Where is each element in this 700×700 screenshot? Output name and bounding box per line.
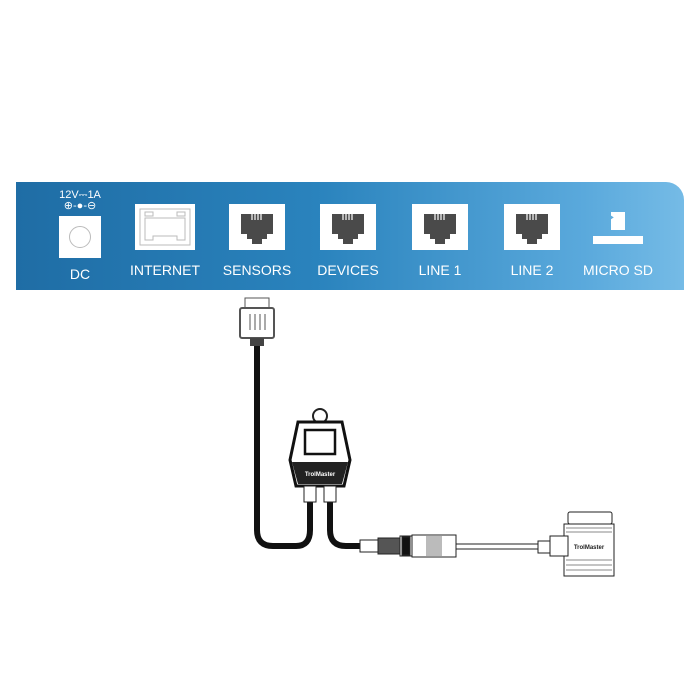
port-devices: DEVICES (313, 204, 383, 278)
port-label: DEVICES (317, 262, 379, 278)
sensor-cable (254, 346, 313, 549)
rj-jack-icon (229, 204, 285, 250)
rj-jack-icon (320, 204, 376, 250)
ethernet-jack-icon (135, 204, 195, 250)
port-label: DC (69, 266, 91, 282)
rj-jack-icon (504, 204, 560, 250)
port-label: LINE 1 (418, 262, 462, 278)
svg-text:TrolMaster: TrolMaster (305, 472, 336, 478)
micro-sd-icon (583, 204, 653, 250)
port-line-1: LINE 1 (405, 204, 475, 278)
cable-connector-icon (359, 534, 551, 558)
port-dc: 12V⎓1A ⊕-●-⊖ DC (45, 190, 115, 282)
splitter-hub-icon: TrolMaster (288, 408, 352, 503)
dc-jack-icon (59, 216, 101, 258)
controller-port-panel: 12V⎓1A ⊕-●-⊖ DC INTERNET SENSORS DEVICES… (16, 182, 684, 290)
port-internet: INTERNET (130, 204, 200, 278)
flow-sensor-icon: TrolMaster (549, 511, 615, 577)
probe-cable (327, 500, 362, 549)
svg-text:TrolMaster: TrolMaster (574, 545, 605, 551)
port-sensors: SENSORS (222, 204, 292, 278)
port-label: SENSORS (222, 262, 292, 278)
port-label: MICRO SD (583, 262, 653, 278)
port-micro-sd: MICRO SD (583, 204, 653, 278)
dc-polarity: ⊕-●-⊖ (63, 200, 97, 212)
port-label: LINE 2 (510, 262, 554, 278)
rj-plug-icon (239, 297, 275, 346)
rj-jack-icon (412, 204, 468, 250)
dc-rating: 12V⎓1A (59, 189, 101, 201)
port-line-2: LINE 2 (497, 204, 567, 278)
port-label: INTERNET (130, 262, 200, 278)
